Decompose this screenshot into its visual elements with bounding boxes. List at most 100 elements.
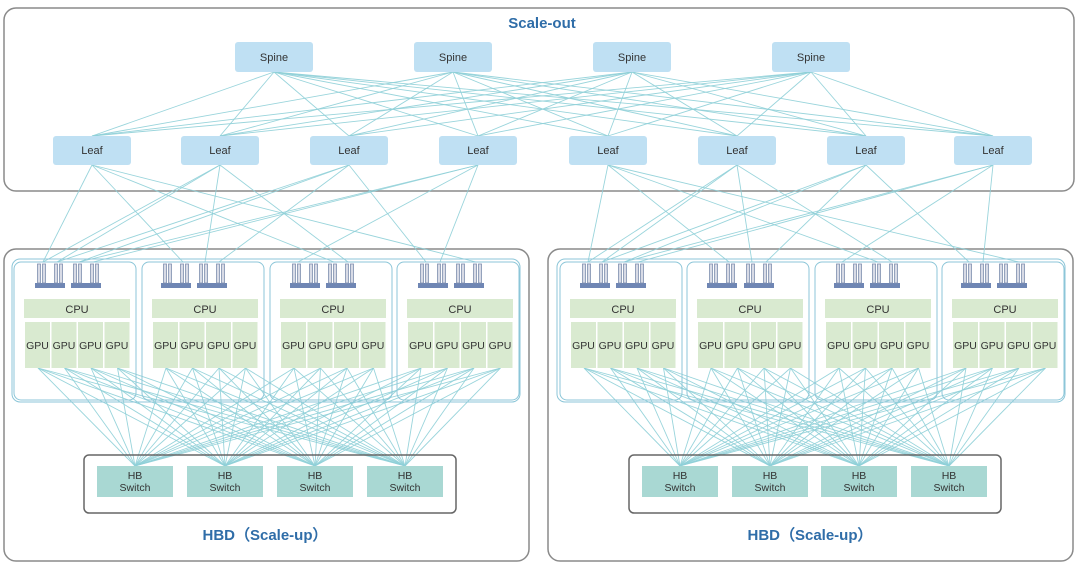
link-line (679, 367, 791, 467)
cpu-label: CPU (448, 304, 471, 316)
link-line (679, 367, 765, 467)
nic-card (326, 283, 356, 288)
link-line (679, 367, 1046, 467)
link-line (404, 367, 501, 467)
nic-port (314, 263, 318, 284)
link-line (607, 164, 1020, 263)
leaf-label: Leaf (855, 145, 877, 157)
link-line (134, 367, 374, 467)
nic-port (185, 263, 189, 284)
link-line (117, 367, 136, 467)
link-line (610, 367, 681, 467)
hb-switch-label-line1: HB (763, 470, 778, 482)
cpu-block (570, 299, 676, 318)
link-line (224, 367, 422, 467)
hb-switch-label-line1: HB (942, 470, 957, 482)
nic-port (180, 263, 184, 284)
leaf-label: Leaf (338, 145, 360, 157)
nic-card (161, 283, 191, 288)
spine-node (235, 42, 313, 72)
server-node (814, 261, 938, 401)
nic-port (345, 263, 349, 284)
cpu-block (407, 299, 513, 318)
link-line (583, 367, 771, 467)
hb-switch-label-line2: Switch (120, 482, 151, 494)
link-line (91, 71, 454, 137)
link-line (918, 367, 950, 467)
nic-card (834, 283, 864, 288)
link-line (91, 71, 275, 137)
gpu-block (597, 322, 623, 368)
link-line (224, 367, 295, 467)
link-line (663, 367, 681, 467)
link-line (245, 367, 406, 467)
hb-switch-group-left (83, 454, 457, 514)
hb-switch-label-line2: Switch (390, 482, 421, 494)
link-line (477, 71, 812, 137)
link-line (219, 71, 275, 137)
link-line (769, 367, 1046, 467)
gpu-label: GPU (599, 340, 622, 352)
link-line (710, 367, 771, 467)
nic-port (90, 263, 94, 284)
link-line (218, 367, 226, 467)
link-line (769, 367, 893, 467)
leaf-label: Leaf (81, 145, 103, 157)
hb-switch-label-line2: Switch (665, 482, 696, 494)
cpu-block (825, 299, 931, 318)
server-node (941, 261, 1065, 401)
nic-port (751, 263, 755, 284)
link-line (273, 71, 350, 137)
leaf-node (569, 136, 647, 165)
link-line (134, 367, 167, 467)
link-line (636, 367, 681, 467)
link-line (90, 367, 406, 467)
link-line (679, 367, 967, 467)
nic-port (853, 263, 857, 284)
gpu-block (334, 322, 359, 368)
hb-switch-label-line2: Switch (300, 482, 331, 494)
hb-switch-label-line2: Switch (934, 482, 965, 494)
nic-card (961, 283, 991, 288)
nic-port (746, 263, 750, 284)
nic-port (333, 263, 337, 284)
hb-switch-label-line1: HB (673, 470, 688, 482)
spine-label: Spine (439, 52, 467, 64)
gpu-label: GPU (79, 340, 102, 352)
leaf-label: Leaf (597, 145, 619, 157)
link-line (858, 367, 1046, 467)
gpu-block (179, 322, 205, 368)
link-line (763, 367, 950, 467)
cpu-block (280, 299, 386, 318)
nic-card (707, 283, 737, 288)
link-line (763, 367, 860, 467)
gpu-block (826, 322, 851, 368)
link-line (37, 367, 406, 467)
link-line (134, 367, 193, 467)
spine-node (414, 42, 492, 72)
link-line (78, 164, 479, 263)
link-line (219, 71, 454, 137)
link-line (452, 71, 738, 137)
leaf-label: Leaf (467, 145, 489, 157)
gpu-block (777, 322, 803, 368)
link-line (858, 367, 993, 467)
link-line (348, 71, 454, 137)
nic-port (328, 263, 332, 284)
gpu-label: GPU (53, 340, 76, 352)
link-line (219, 71, 812, 137)
scale-out-container (3, 7, 1075, 192)
link-line (218, 367, 316, 467)
gpu-block (879, 322, 904, 368)
nic-port (640, 263, 644, 284)
gpu-block (852, 322, 878, 368)
gpu-label: GPU (26, 340, 49, 352)
leaf-node (439, 136, 517, 165)
link-line (858, 367, 893, 467)
hb-switch (367, 466, 443, 497)
gpu-label: GPU (981, 340, 1004, 352)
nic-port (54, 263, 58, 284)
link-line (42, 164, 93, 263)
nic-port (73, 263, 77, 284)
leaf-label: Leaf (726, 145, 748, 157)
